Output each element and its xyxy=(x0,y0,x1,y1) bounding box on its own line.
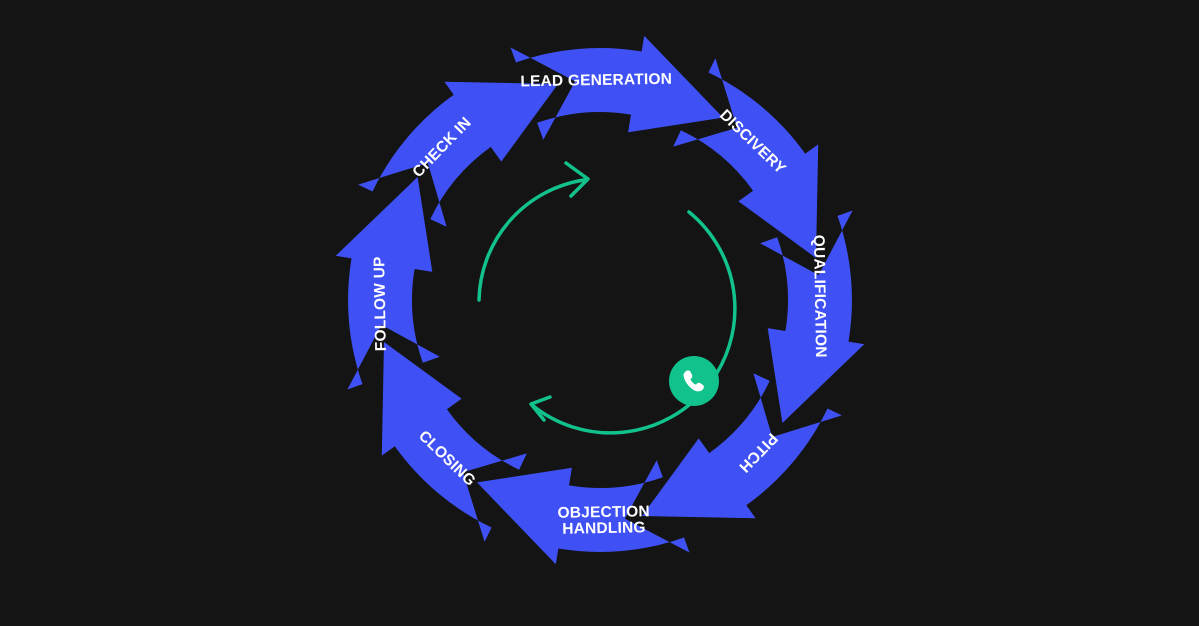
cycle-label-follow-up: FOLLOW UP xyxy=(371,256,390,351)
cycle-arrow-follow-up xyxy=(335,177,440,390)
cycle-label-line: HANDLING xyxy=(562,519,646,537)
cycle-arrow-discovery xyxy=(673,58,819,258)
cycle-arrow-lead-generation xyxy=(510,35,723,140)
cycle-label-line: QUALIFICATION xyxy=(810,235,829,358)
cycle-arrow-objection-handling xyxy=(477,460,690,565)
cycle-arrow-pitch xyxy=(642,373,842,519)
phone-badge xyxy=(669,356,719,406)
cycle-label-line: OBJECTION xyxy=(557,503,650,522)
cycle-label-objection-handling: OBJECTIONHANDLING xyxy=(557,503,650,538)
cycle-ring xyxy=(335,35,865,565)
cycle-label-lead-generation: LEAD GENERATION xyxy=(520,71,672,91)
cycle-arrow-qualification xyxy=(760,210,865,423)
cycle-label-line: LEAD GENERATION xyxy=(520,71,672,91)
cycle-label-line: FOLLOW UP xyxy=(371,256,390,351)
inner-arc-upper xyxy=(477,178,586,302)
phone-icon xyxy=(683,370,704,392)
inner-arrowhead-upper xyxy=(564,161,590,198)
cycle-label-qualification: QUALIFICATION xyxy=(810,235,829,358)
inner-arrowhead-lower xyxy=(529,395,552,422)
cycle-arrow-closing xyxy=(381,342,527,542)
cycle-arrow-check-in xyxy=(358,81,558,227)
